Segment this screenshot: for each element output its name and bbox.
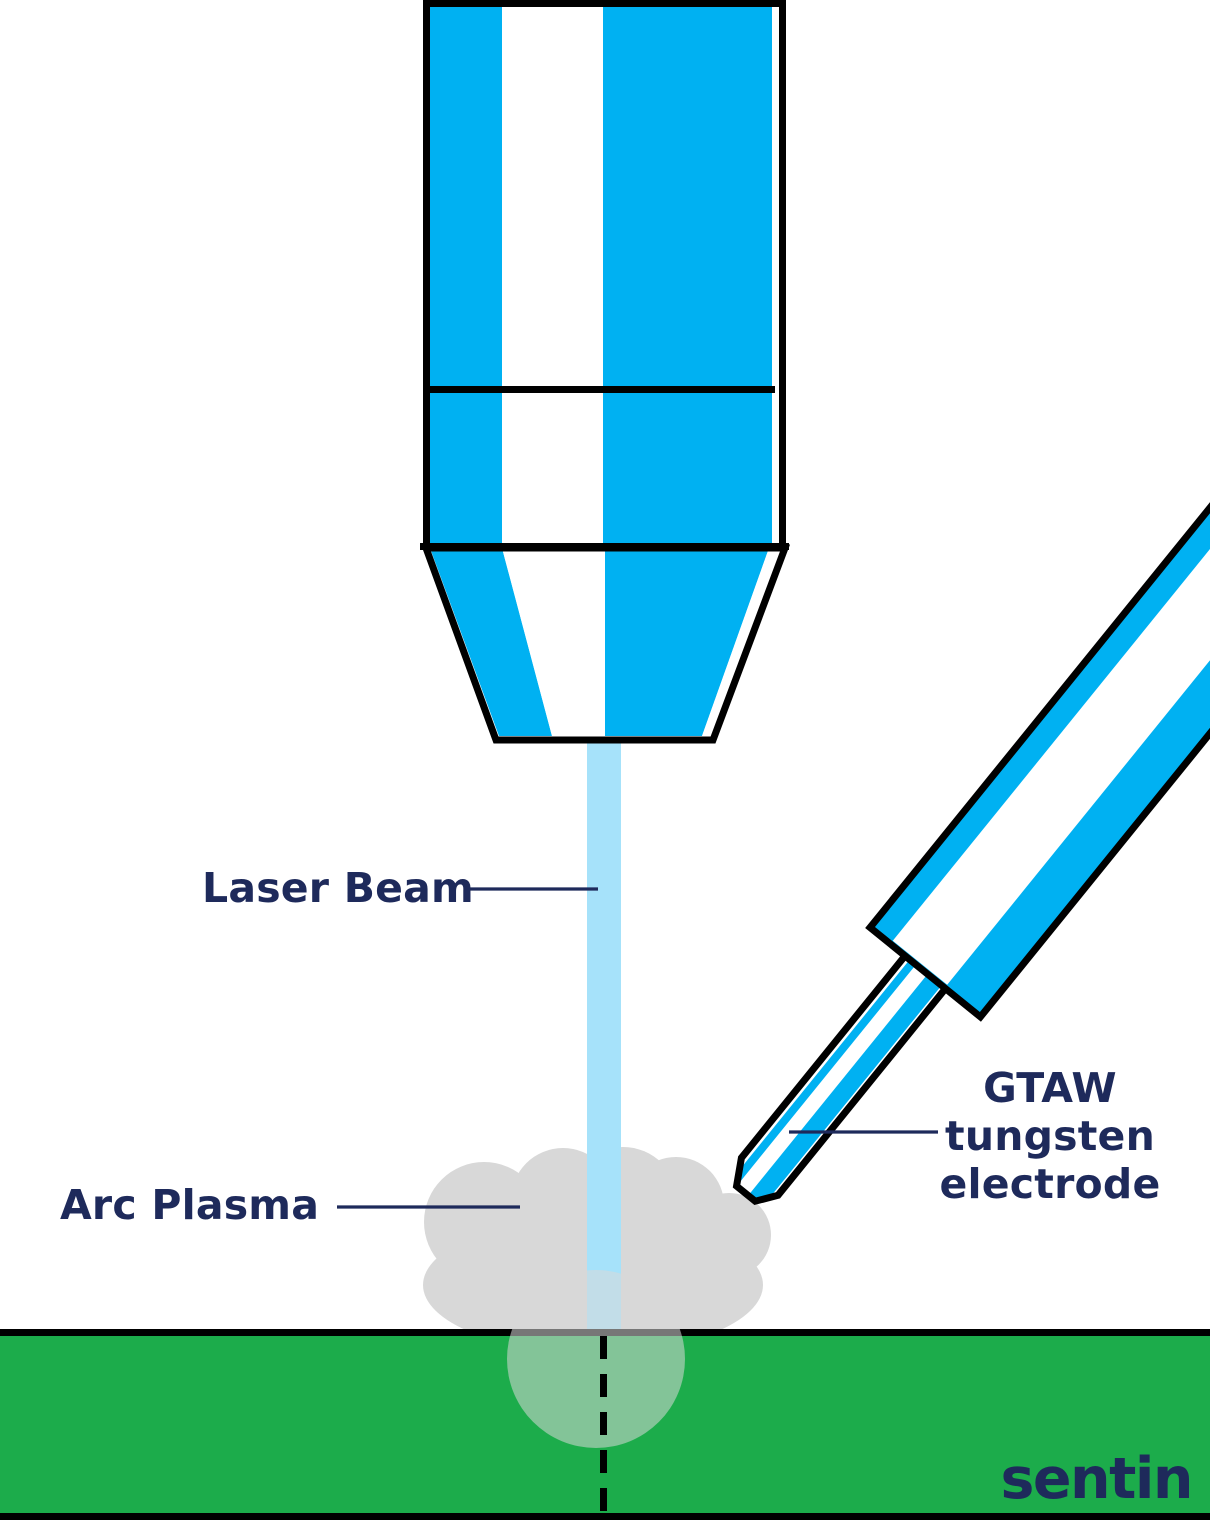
weld-pool bbox=[507, 1270, 685, 1448]
gtaw-electrode-label: GTAW tungsten electrode bbox=[928, 1064, 1172, 1208]
gtaw-label-line2: tungsten bbox=[945, 1112, 1155, 1160]
gtaw-label-line3: electrode bbox=[939, 1160, 1161, 1208]
sentin-logo: sentin bbox=[1000, 1446, 1193, 1512]
arc-plasma-label: Arc Plasma bbox=[60, 1181, 320, 1229]
torch-body bbox=[865, 425, 1210, 1022]
laser-beam-label: Laser Beam bbox=[202, 864, 474, 912]
gtaw-torch bbox=[725, 425, 1210, 1211]
laser-head bbox=[426, 0, 785, 740]
gtaw-label-line1: GTAW bbox=[983, 1064, 1117, 1112]
laser-head-outline bbox=[420, 0, 791, 744]
laser-beam bbox=[587, 739, 621, 1336]
tungsten-electrode bbox=[725, 945, 955, 1211]
